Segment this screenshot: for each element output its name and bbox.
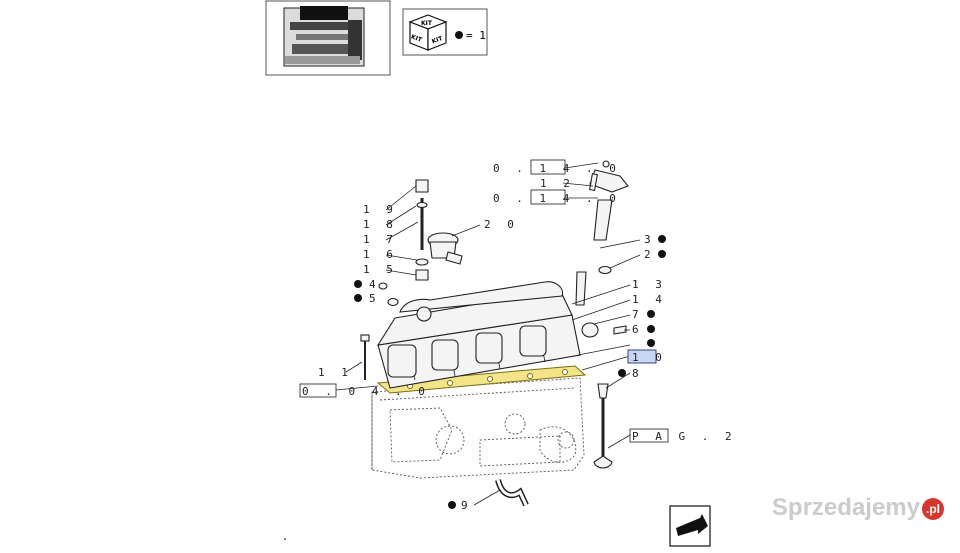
head-bolt-11 [360, 334, 370, 380]
callout-7: 7 [632, 308, 644, 321]
head-gasket [376, 365, 587, 394]
callout-9-kit-dot [448, 501, 456, 509]
callout-4-kit-dot [354, 280, 362, 288]
callout-unlabeled-kit-dot [647, 339, 655, 347]
breather-valve-20 [427, 232, 463, 265]
callout-16: 1 6 [363, 248, 398, 261]
callout-3: 3 [644, 233, 656, 246]
callout-19: 1 9 [363, 203, 398, 216]
callout-ref-0140-b-box [530, 189, 566, 205]
next-page-arrow-icon[interactable] [669, 505, 711, 547]
callout-6-kit-dot [647, 325, 655, 333]
callout-15: 1 5 [363, 263, 398, 276]
callout-ref-0040-box [299, 383, 337, 398]
watermark-text: Sprzedajemy [771, 494, 920, 521]
gasket-holes [407, 369, 568, 389]
injector-assembly [575, 160, 629, 306]
kit-cube-label-right: KIT [431, 35, 445, 46]
callout-11: 1 1 [318, 366, 353, 379]
kit-equals-label: = 1 [466, 29, 486, 42]
kit-cube-label-top: KIT [421, 20, 433, 27]
stray-mark [284, 538, 286, 540]
callout-ref-0040: 0 . 0 4 . 0 [302, 385, 430, 398]
engine-block-outline [371, 377, 585, 479]
kit-bullet [455, 31, 463, 39]
callout-20: 2 0 [484, 218, 519, 231]
callout-18: 1 8 [363, 218, 398, 231]
callout-2: 2 [644, 248, 656, 261]
callout-3-kit-dot [658, 235, 666, 243]
callout-13: 1 3 [632, 278, 667, 291]
watermark-badge: .pl [922, 497, 944, 520]
callout-12: 1 2 [540, 177, 575, 190]
callout-4: 4 [369, 278, 381, 291]
callout-ref-0140-b: 0 . 1 4 . 0 [493, 192, 621, 205]
callout-8: 8 [632, 367, 644, 380]
kit-cube-label-left: KIT [410, 33, 424, 44]
callout-7-kit-dot [647, 310, 655, 318]
washer-5 [387, 297, 399, 307]
callout-9: 9 [461, 499, 473, 512]
callout-5-kit-dot [354, 294, 362, 302]
valve-8 [593, 383, 613, 469]
pin-6 [613, 325, 627, 335]
callout-10: 1 0 [632, 351, 667, 364]
engine-thumbnail-icon[interactable] [265, 0, 391, 76]
callout-ref-0140-a-box [530, 159, 566, 175]
kit-cube-icon: KIT KIT KIT [408, 14, 448, 51]
leader-lines [335, 162, 641, 506]
plug-13 [581, 322, 599, 338]
callout-pag-box [629, 428, 669, 443]
callout-14: 1 4 [632, 293, 667, 306]
callout-8-kit-dot [618, 369, 626, 377]
watermark: Sprzedajemy.pl [772, 494, 944, 522]
callout-ref-0140-a-prefix: 0 . 1 4 . 0 [493, 162, 621, 175]
callout-labels: 0 . 1 4 . 0 1 2 0 . 1 4 . 0 1 9 1 8 1 7 … [299, 159, 737, 512]
callout-6: 6 [632, 323, 644, 336]
stud-stack [415, 179, 429, 281]
callout-pag-2: P A G . 2 [632, 430, 737, 443]
callout-2-kit-dot [658, 250, 666, 258]
washer-4 [378, 282, 388, 290]
callout-10-highlight [627, 349, 657, 364]
kit-legend: KIT KIT KIT = 1 [402, 8, 488, 56]
callout-5: 5 [369, 292, 381, 305]
callout-17: 1 7 [363, 233, 398, 246]
